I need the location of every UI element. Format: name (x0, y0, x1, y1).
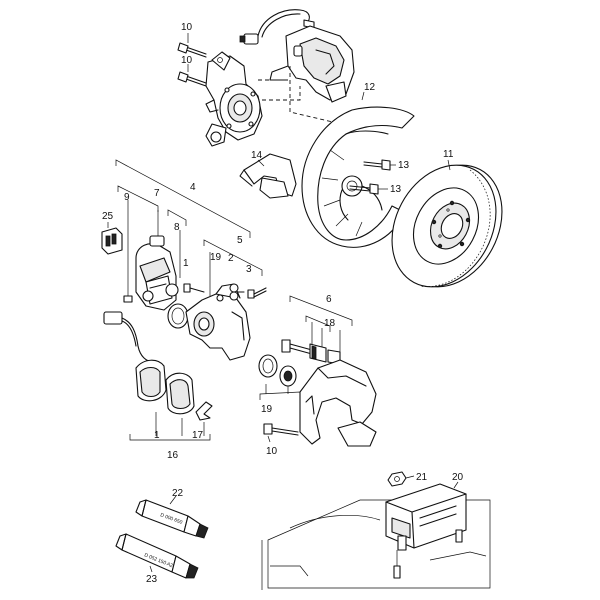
control-unit-20 (385, 483, 467, 579)
brake-pad-outer (135, 359, 167, 402)
wear-indicator-25 (101, 227, 123, 255)
bolt-10-upper (177, 42, 207, 58)
label-1-a: 1 (183, 258, 189, 269)
label-19-a: 19 (210, 252, 222, 263)
grease-tube-22: D 000 650 (135, 499, 209, 539)
group-brackets-left (115, 159, 263, 300)
label-3: 3 (246, 264, 252, 275)
bolt-10-lower (263, 423, 299, 436)
bleed-valve-2 (229, 283, 245, 301)
bolt-13-lower (349, 183, 379, 195)
label-4: 4 (190, 182, 196, 193)
grease-tube-23: D 052 150 A2 (115, 533, 199, 579)
spring-clip-17 (195, 401, 213, 421)
alignment-lines-top (258, 66, 351, 127)
seal-ring-8 (167, 303, 189, 329)
label-17: 17 (192, 430, 204, 441)
label-22: 22 (172, 488, 184, 499)
group-brackets-pads (129, 412, 211, 441)
label-13-b: 13 (390, 184, 402, 195)
label-7: 7 (154, 188, 160, 199)
caliper-carrier (299, 359, 377, 447)
caliper-housing-7 (135, 235, 179, 311)
seal-ring-19-b (279, 365, 297, 387)
label-10-c: 10 (266, 446, 278, 457)
bolt-1-upper (183, 283, 205, 293)
guide-pin-bolt-6 (281, 339, 313, 355)
seal-ring-19-a (258, 354, 278, 378)
body-panel-outline (261, 499, 491, 590)
label-5: 5 (237, 235, 243, 246)
bolt-9 (123, 295, 133, 303)
bracket-14 (239, 153, 297, 199)
label-25: 25 (102, 211, 114, 222)
caliper-body-19 (185, 283, 251, 361)
label-2: 2 (228, 253, 234, 264)
label-11: 11 (443, 149, 454, 160)
label-21: 21 (416, 472, 428, 483)
label-10-b: 10 (181, 55, 193, 66)
label-8: 8 (174, 222, 180, 233)
brake-pad-inner (165, 372, 195, 415)
label-13-a: 13 (398, 160, 410, 171)
steering-knuckle (205, 51, 263, 147)
label-18: 18 (324, 318, 336, 329)
brake-disc (391, 164, 503, 288)
label-9: 9 (124, 192, 130, 203)
label-10-a: 10 (181, 22, 193, 33)
leader-lines (107, 91, 459, 573)
wheel-speed-sensor (239, 9, 315, 45)
bolt-10-mid (177, 71, 207, 87)
screw-3 (247, 287, 267, 299)
label-14: 14 (251, 150, 263, 161)
label-23: 23 (146, 574, 158, 585)
part-labels: 10 10 12 11 13 13 14 4 7 9 8 5 25 19 2 3… (102, 22, 464, 585)
label-6: 6 (326, 294, 332, 305)
splash-shield (301, 106, 415, 248)
label-19-b: 19 (261, 404, 273, 415)
group-brackets-right (259, 295, 353, 400)
label-12: 12 (364, 82, 376, 93)
label-20: 20 (452, 472, 464, 483)
label-1-b: 1 (154, 430, 160, 441)
upper-caliper-assembly (269, 25, 355, 103)
guide-sleeve-18 (309, 343, 341, 365)
pad-wear-sensor-lead (103, 311, 155, 363)
nut-21 (387, 471, 407, 487)
label-16: 16 (167, 450, 179, 461)
bolt-13-upper (363, 159, 391, 171)
